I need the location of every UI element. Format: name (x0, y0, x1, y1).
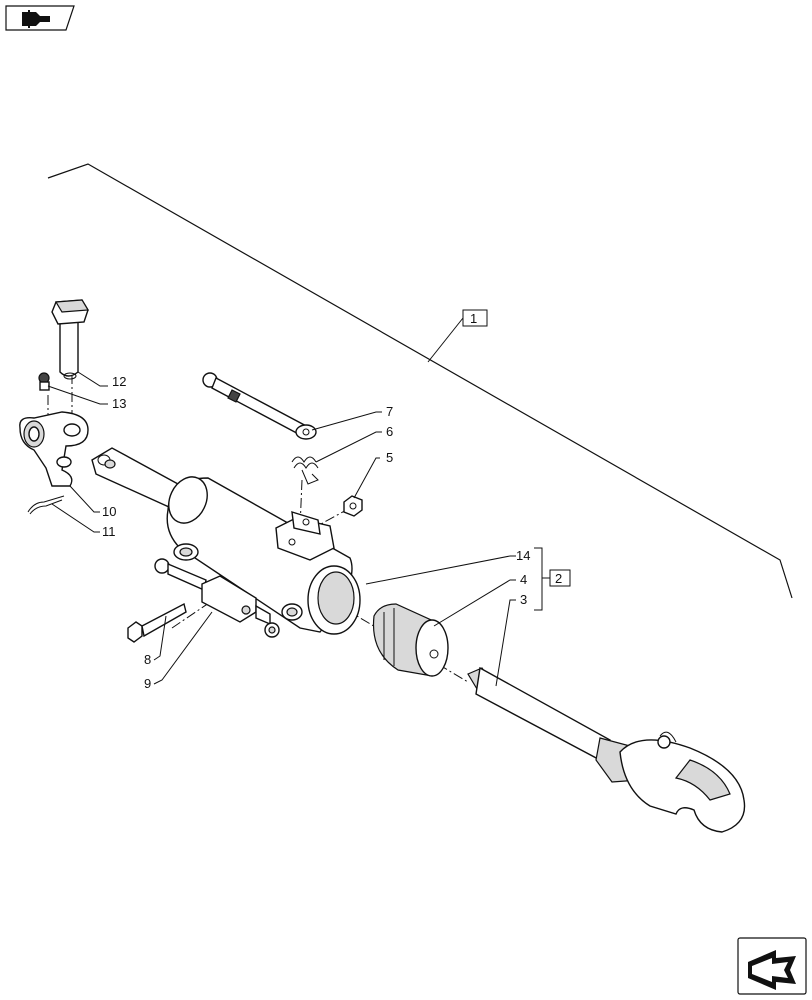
callout-13: 13 (112, 396, 126, 411)
leader-line-12 (77, 371, 108, 387)
bolt-8 (127, 602, 187, 643)
callout-6: 6 (386, 424, 393, 439)
callout-9: 9 (144, 676, 151, 691)
leader-line-8 (153, 615, 167, 661)
callout-8: 8 (144, 652, 151, 667)
leader-line-3 (495, 599, 516, 687)
leader-line-13 (47, 385, 108, 405)
next-page-icon[interactable] (737, 937, 807, 995)
yoke-10 (19, 411, 89, 487)
nut-5 (343, 495, 363, 517)
group-bracket (534, 547, 543, 611)
callout-box-1 (462, 309, 488, 327)
grease-nipple-13 (38, 372, 50, 391)
previous-page-icon[interactable] (5, 5, 75, 31)
hook-rod-3 (467, 666, 746, 833)
callout-14: 14 (516, 548, 530, 563)
spring-6 (291, 456, 319, 485)
leader-line-5 (353, 457, 380, 499)
callout-box-2 (549, 569, 571, 587)
leader-line-11 (51, 503, 100, 533)
piston-4 (372, 603, 449, 677)
leader-line-1 (427, 317, 464, 363)
callout-4: 4 (520, 572, 527, 587)
callout-1: 1 (470, 311, 477, 326)
callout-5: 5 (386, 450, 393, 465)
leader-line-6 (315, 431, 382, 463)
callout-3: 3 (520, 592, 527, 607)
callout-7: 7 (386, 404, 393, 419)
callout-11: 11 (102, 524, 116, 539)
leader-line-4 (433, 579, 516, 627)
linch-pin-11 (27, 495, 65, 515)
callout-10: 10 (102, 504, 116, 519)
centerline-bolt (171, 547, 291, 629)
rod-7 (202, 372, 317, 440)
leader-line-14 (365, 555, 516, 585)
pin-12 (51, 299, 90, 380)
valve-block-9 (154, 558, 280, 638)
leader-line-7 (311, 411, 382, 431)
leader-line-10 (69, 485, 100, 513)
leader-line-9 (153, 611, 213, 685)
callout-2: 2 (555, 571, 562, 586)
cylinder-body-14 (166, 476, 361, 635)
assembly-bracket-line (47, 163, 793, 599)
callout-12: 12 (112, 374, 126, 389)
